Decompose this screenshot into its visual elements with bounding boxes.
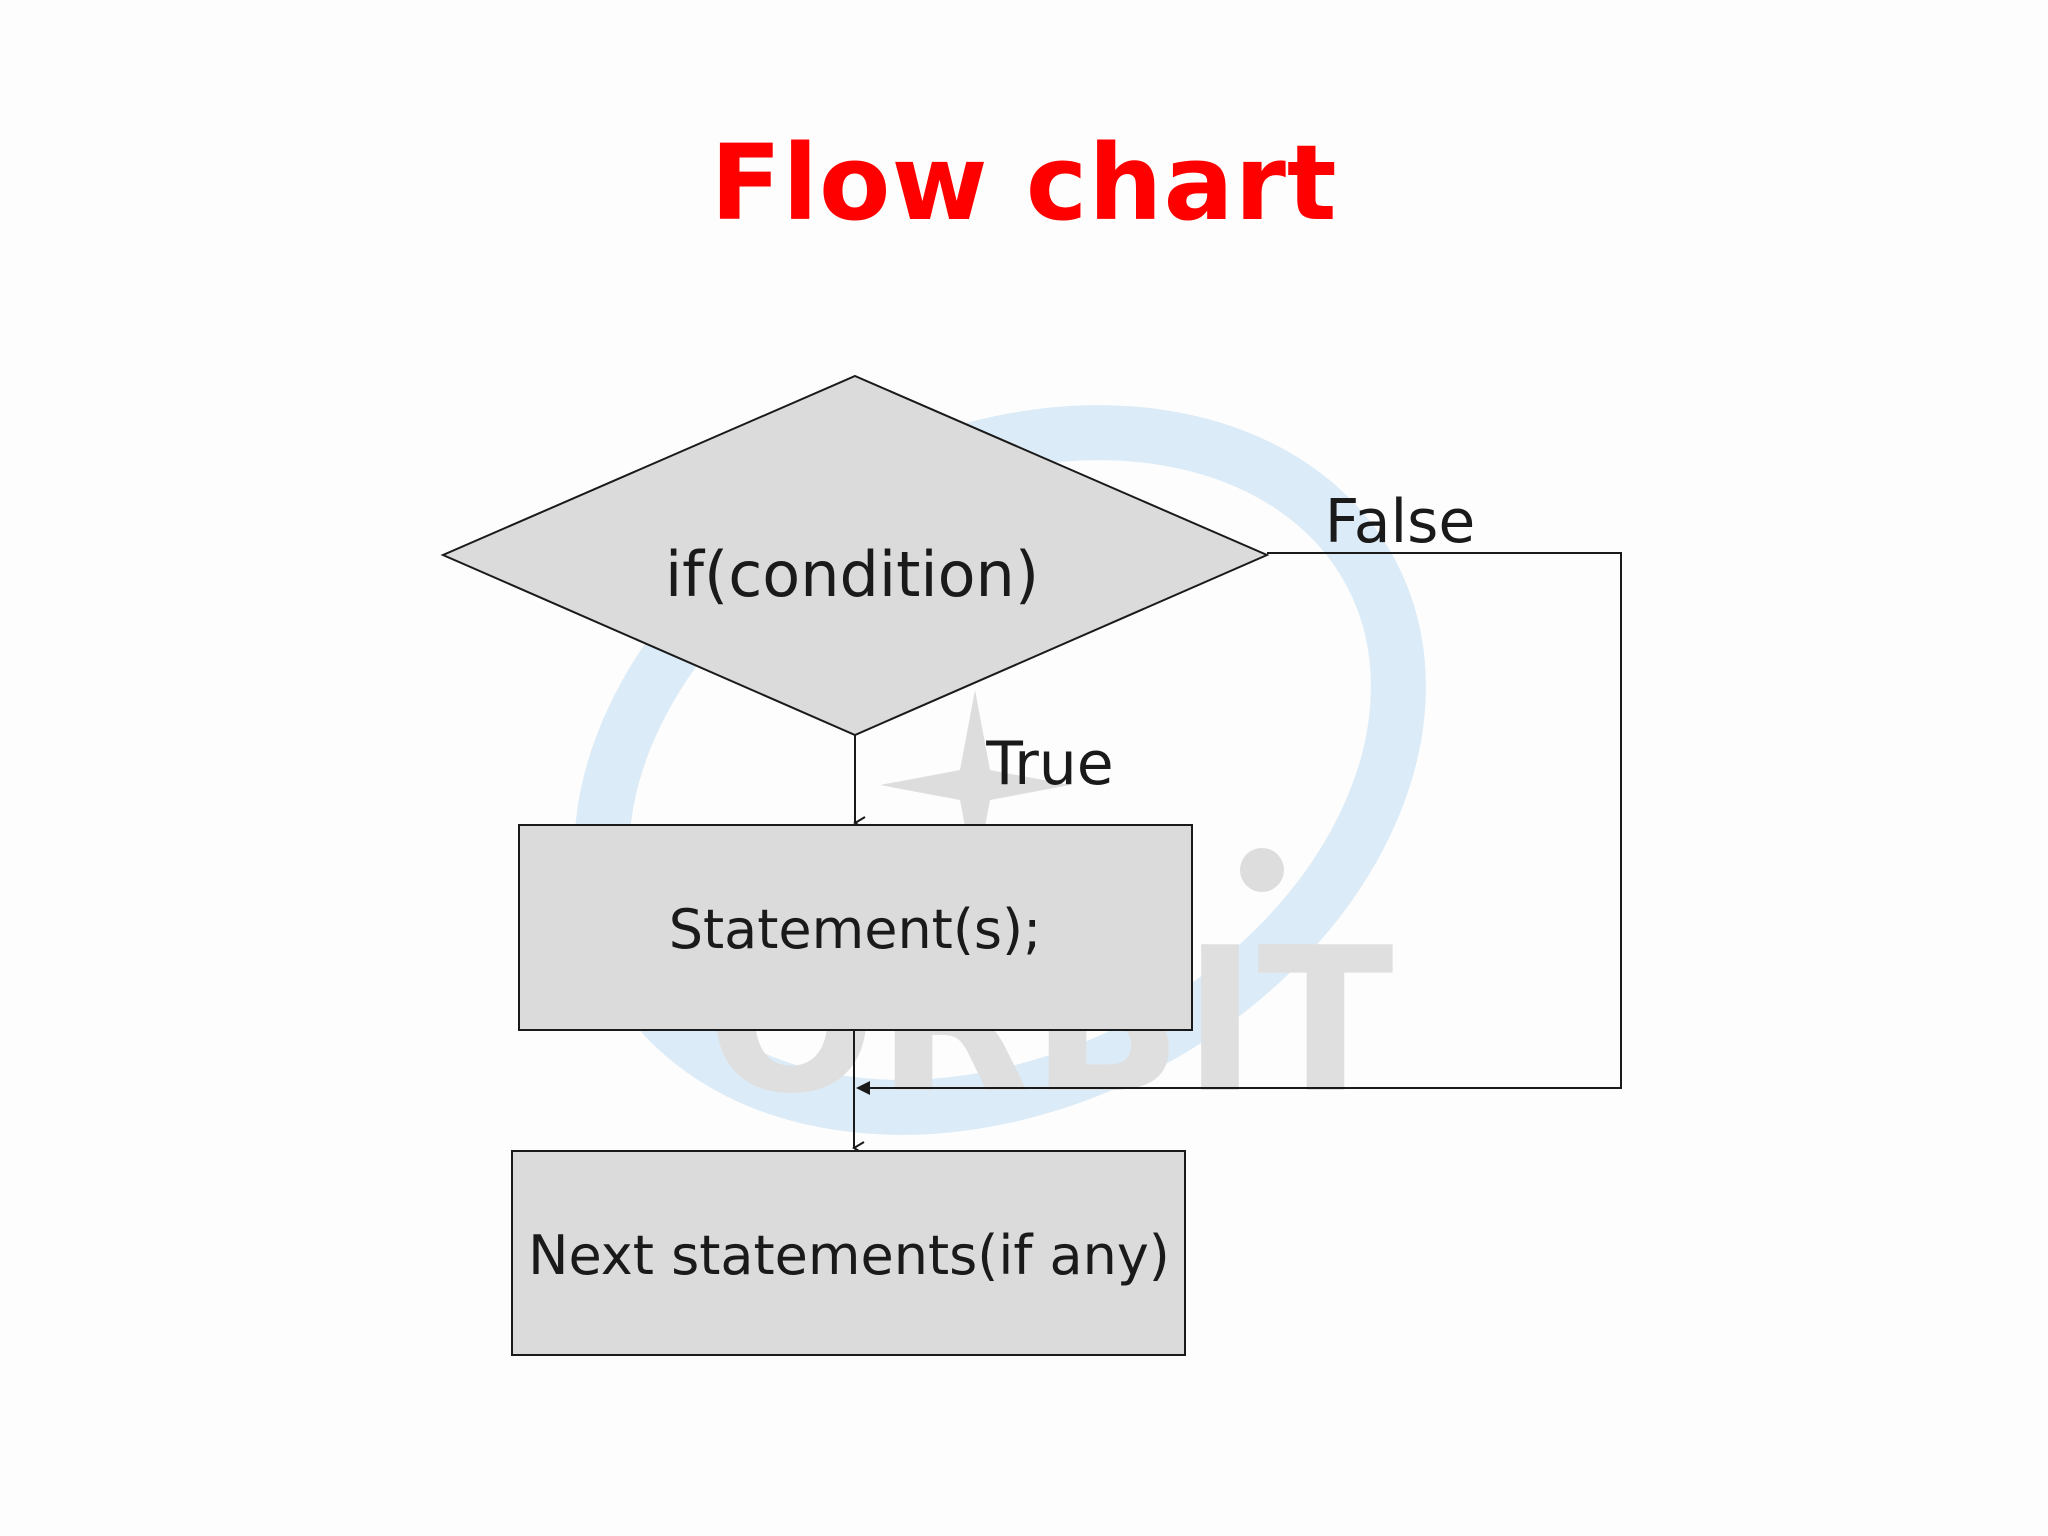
- false-edge-arrowhead: [856, 1081, 870, 1095]
- statement-box: [518, 824, 1193, 1031]
- decision-label: if(condition): [665, 538, 1039, 611]
- false-edge-line: [868, 552, 1622, 1089]
- true-edge-label: True: [985, 729, 1113, 799]
- slide-title: Flow chart: [710, 122, 1338, 244]
- next-statements-label: Next statements(if any): [528, 1224, 1170, 1287]
- false-edge-label: False: [1325, 487, 1476, 557]
- statement-label: Statement(s);: [669, 898, 1042, 961]
- next-statements-box: [511, 1150, 1186, 1356]
